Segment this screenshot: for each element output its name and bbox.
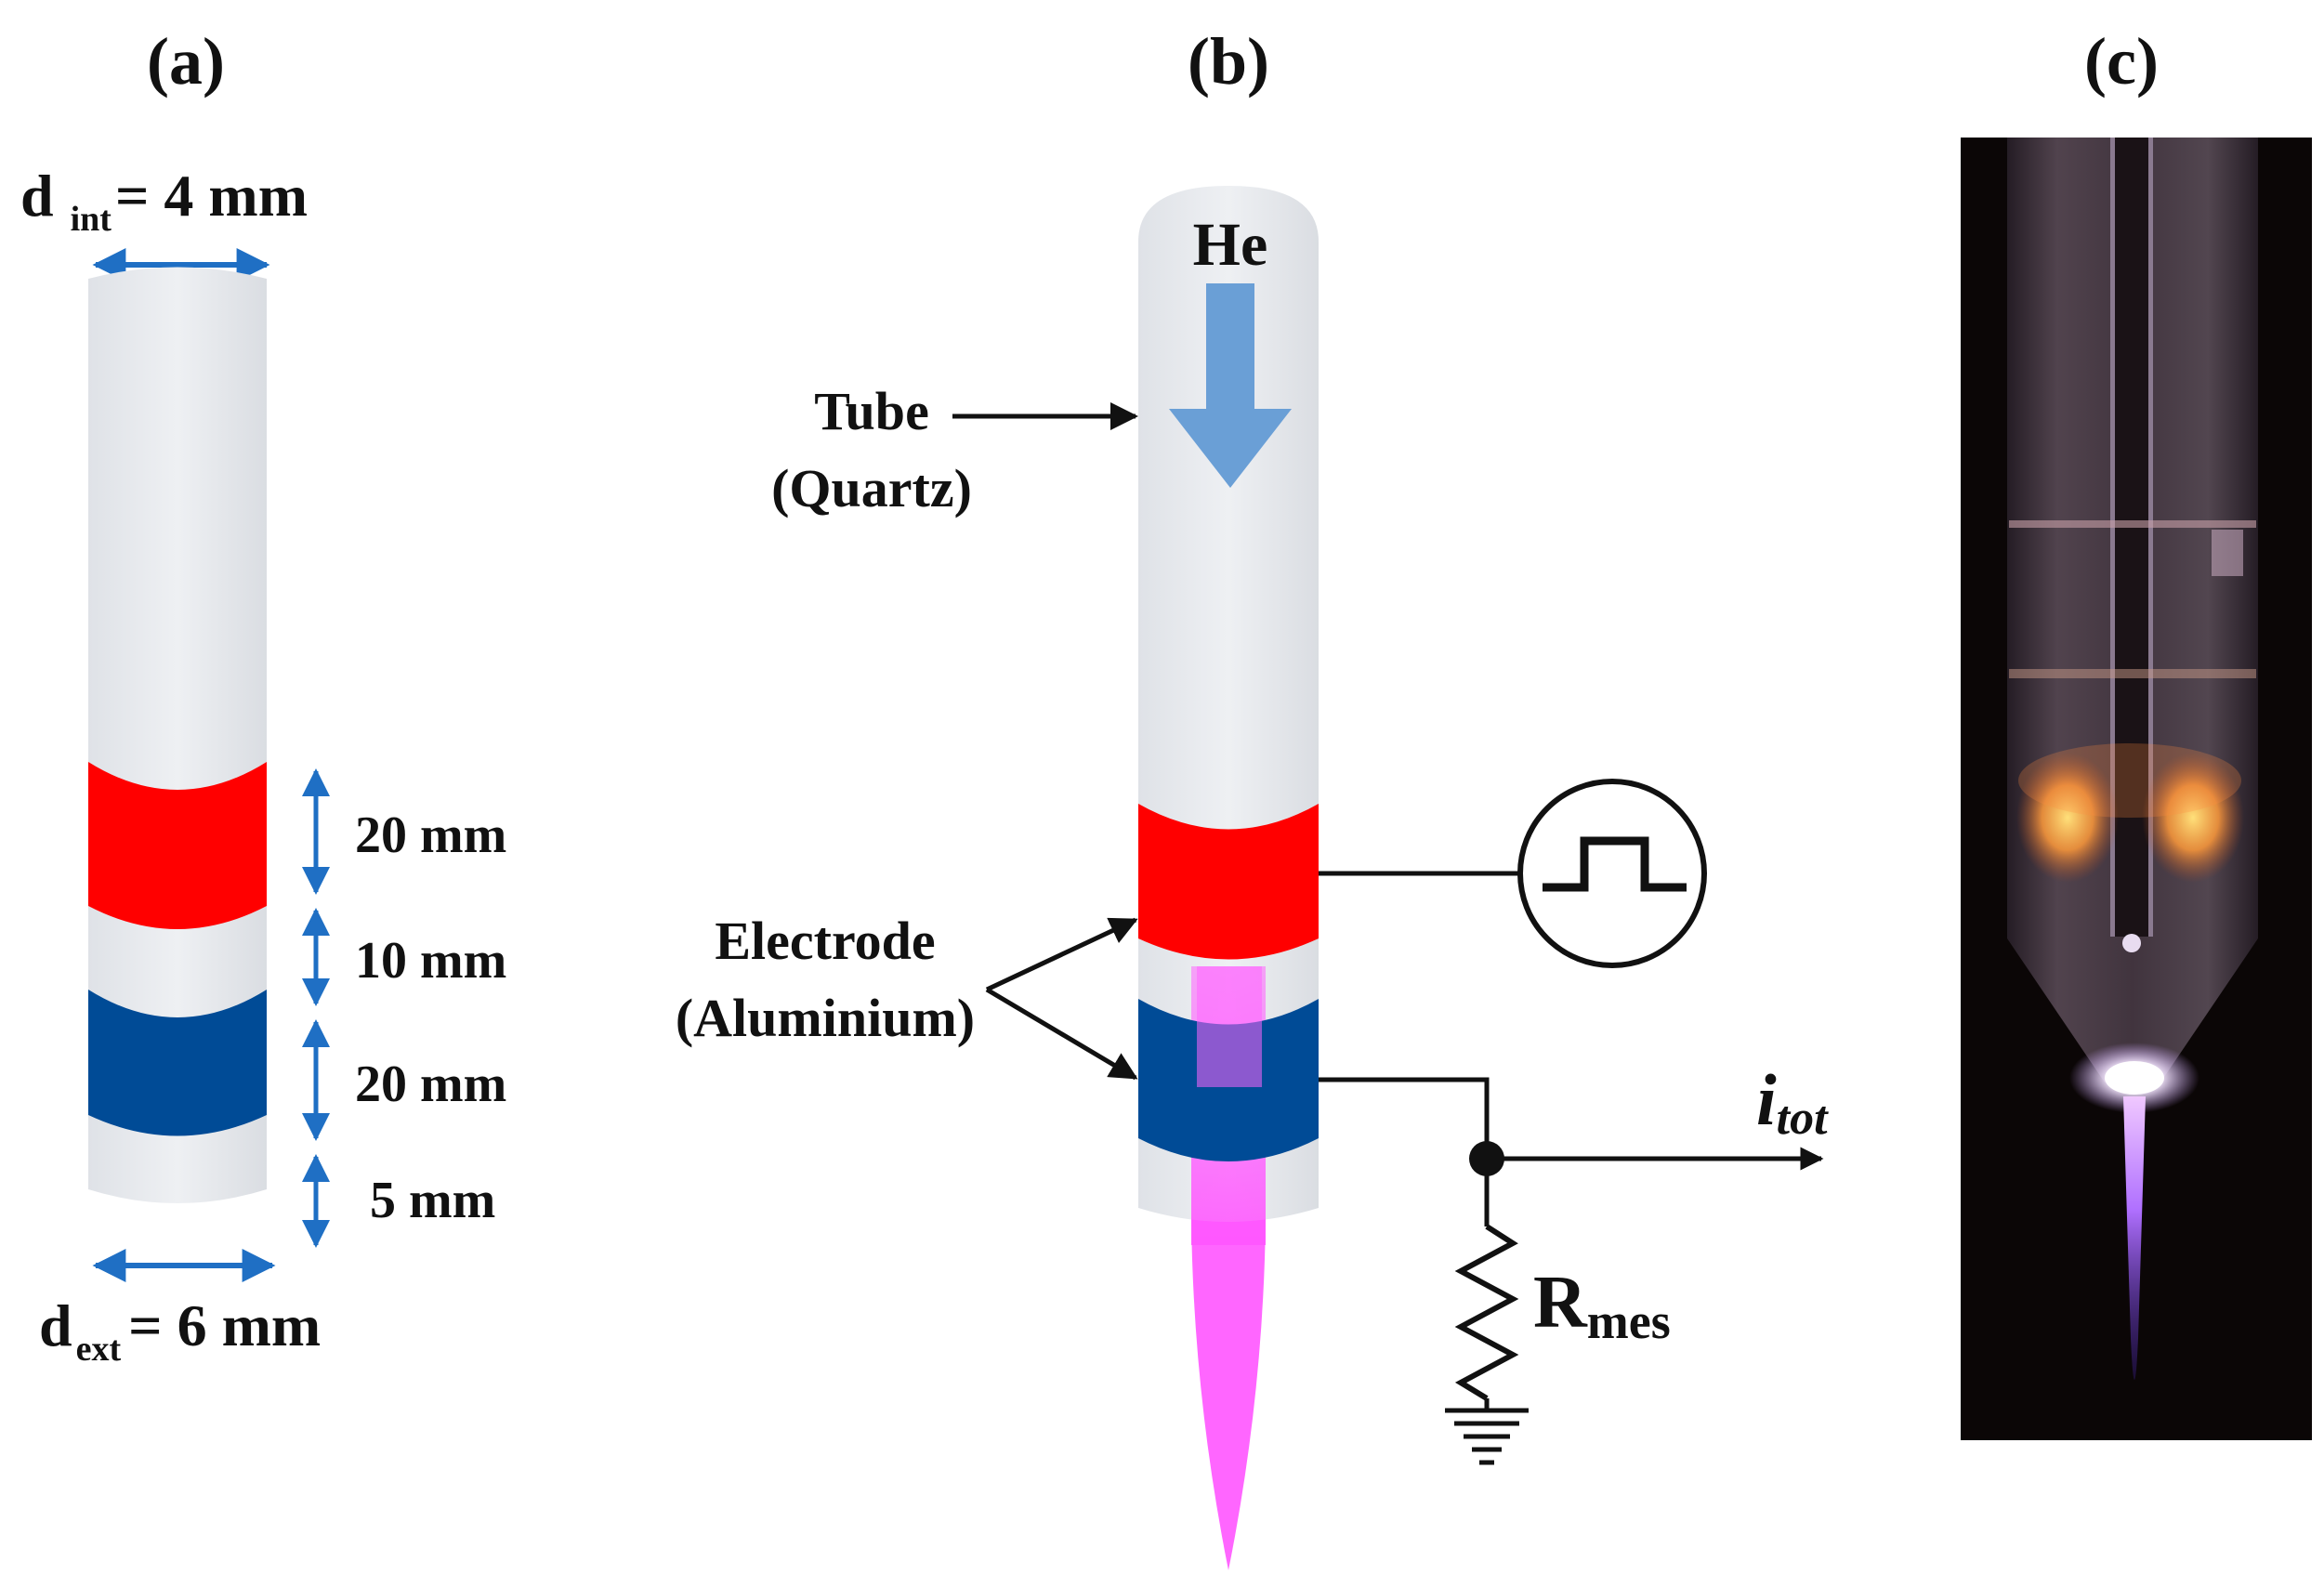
dim-label-2: 10 mm	[355, 932, 506, 990]
ground-symbol-icon	[1445, 1408, 1529, 1465]
tube-b	[1138, 186, 1319, 1222]
electrode-hv-a	[88, 762, 267, 929]
panel-c-label: (c)	[2084, 24, 2159, 98]
pulse-waveform-icon	[1543, 836, 1687, 892]
resistor-label: Rmes	[1533, 1262, 1671, 1349]
electrode-label-line1: Electrode	[715, 911, 935, 971]
panel-a-label: (a)	[147, 24, 225, 98]
electrode-pointer-hv	[985, 917, 1138, 992]
gas-flow-arrow	[1169, 283, 1292, 488]
pulse-source-circle	[1517, 779, 1707, 968]
panel-c: (c)	[1961, 24, 2312, 1440]
plasma-through-electrode	[1197, 966, 1262, 1087]
current-label: itot	[1756, 1059, 1829, 1145]
dim-label-3: 20 mm	[355, 1056, 506, 1113]
tube-a	[88, 267, 267, 1203]
resistor-symbol	[1454, 1224, 1519, 1401]
tube-label-line2: (Quartz)	[771, 458, 972, 518]
panel-b: (b) He Tube (Quartz) Electrode (Aluminiu…	[676, 24, 1829, 1570]
electrode-hv-b	[1138, 804, 1319, 960]
ground-wire	[1319, 1077, 1490, 1157]
dim-label-4: 5 mm	[370, 1172, 495, 1229]
electrode-pointer-ground	[985, 987, 1138, 1081]
electrode-label-line2: (Aluminium)	[676, 988, 975, 1048]
tube-label-line1: Tube	[814, 381, 929, 441]
dim-label-1: 20 mm	[355, 807, 506, 864]
gas-label: He	[1193, 211, 1268, 279]
panel-b-label: (b)	[1188, 24, 1269, 98]
electrode-ground-a	[88, 990, 267, 1136]
plasma-jet-photo	[1961, 138, 2312, 1440]
